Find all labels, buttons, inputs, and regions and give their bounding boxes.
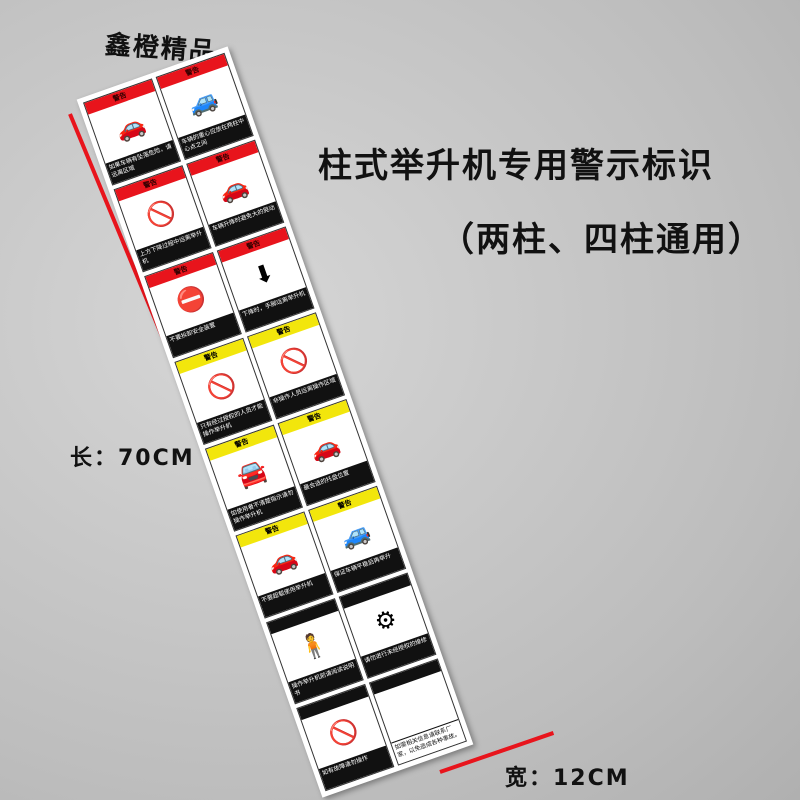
product-subtitle: （两柱、四柱通用） [440,220,764,260]
width-label: 宽：12CM [505,766,630,791]
length-label: 长：70CM [70,446,195,471]
product-title: 柱式举升机专用警示标识 [318,146,714,186]
